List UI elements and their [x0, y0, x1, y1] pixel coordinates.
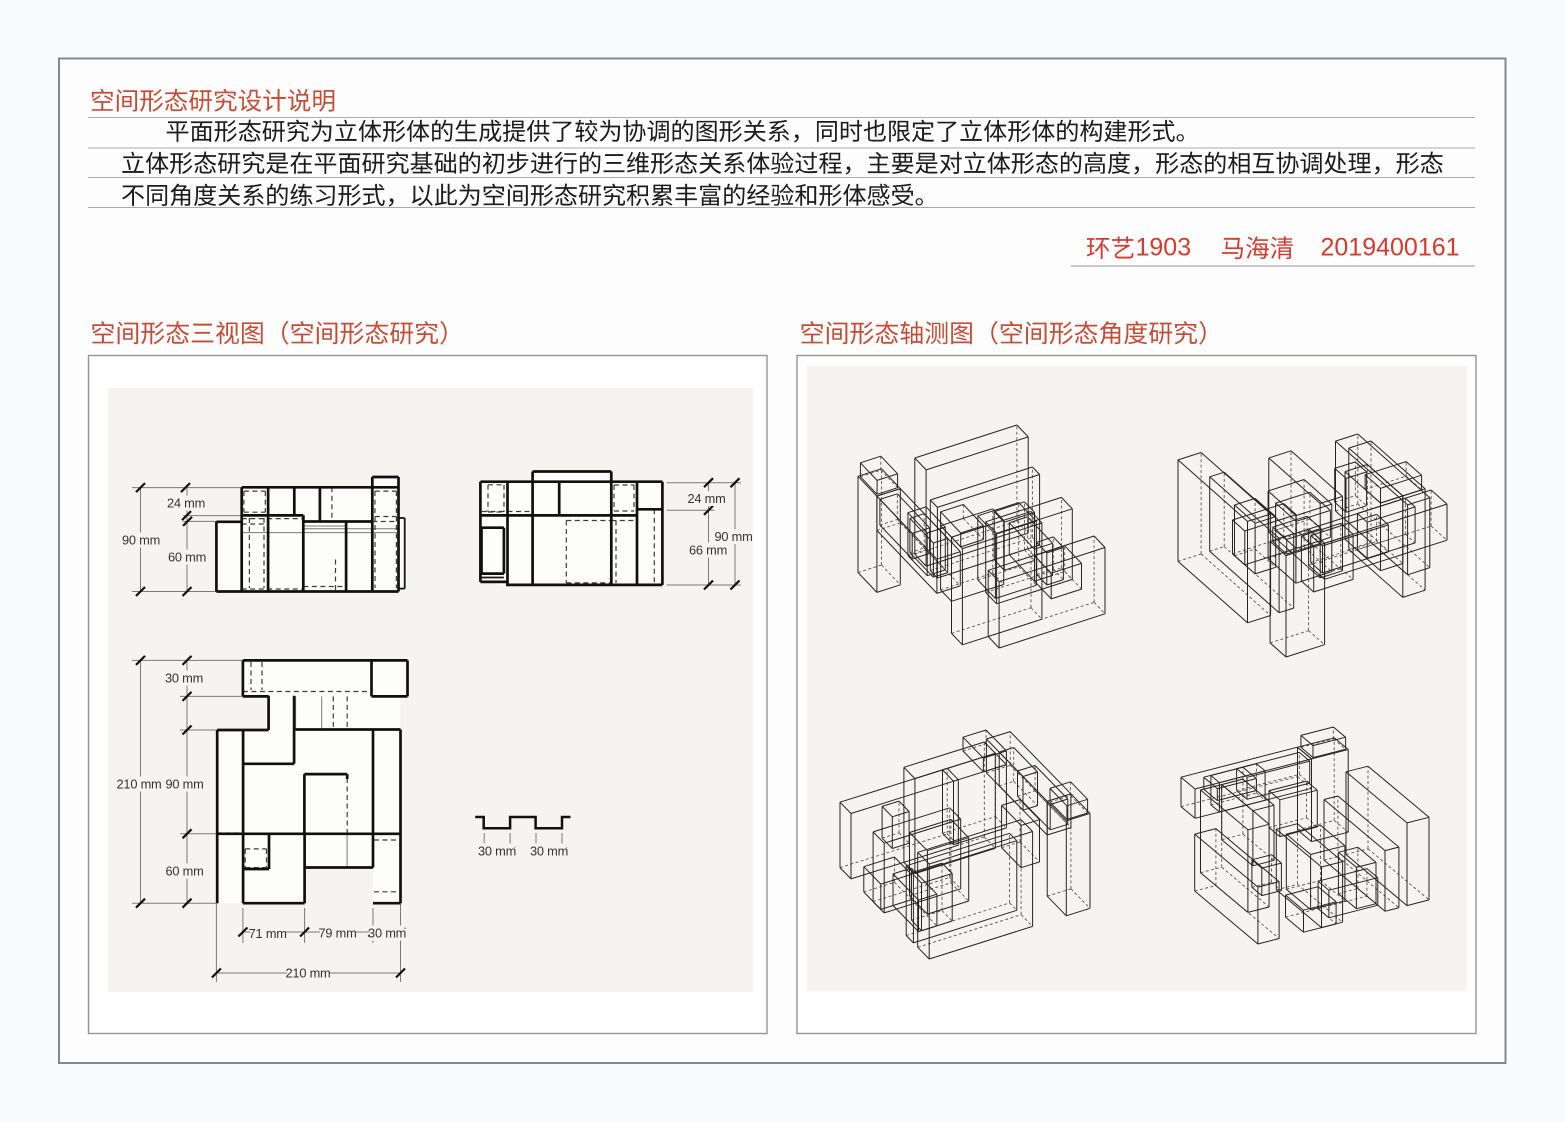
svg-text:30 mm: 30 mm: [165, 671, 203, 686]
svg-text:79 mm: 79 mm: [318, 926, 356, 941]
svg-text:210 mm: 210 mm: [116, 777, 161, 792]
svg-text:60 mm: 60 mm: [165, 864, 203, 879]
svg-text:30 mm: 30 mm: [368, 926, 406, 941]
svg-text:90 mm: 90 mm: [165, 777, 203, 792]
svg-text:30 mm: 30 mm: [530, 844, 568, 859]
svg-text:24 mm: 24 mm: [167, 496, 205, 511]
svg-text:66 mm: 66 mm: [689, 543, 727, 558]
svg-text:60 mm: 60 mm: [168, 550, 206, 565]
svg-text:210 mm: 210 mm: [285, 966, 330, 981]
svg-text:90 mm: 90 mm: [714, 529, 752, 544]
svg-text:2019400161: 2019400161: [1321, 234, 1460, 262]
svg-text:30 mm: 30 mm: [478, 844, 516, 859]
svg-text:1903: 1903: [1136, 234, 1192, 262]
svg-text:90 mm: 90 mm: [122, 533, 160, 548]
svg-text:24 mm: 24 mm: [687, 491, 725, 506]
svg-text:71 mm: 71 mm: [249, 926, 287, 941]
